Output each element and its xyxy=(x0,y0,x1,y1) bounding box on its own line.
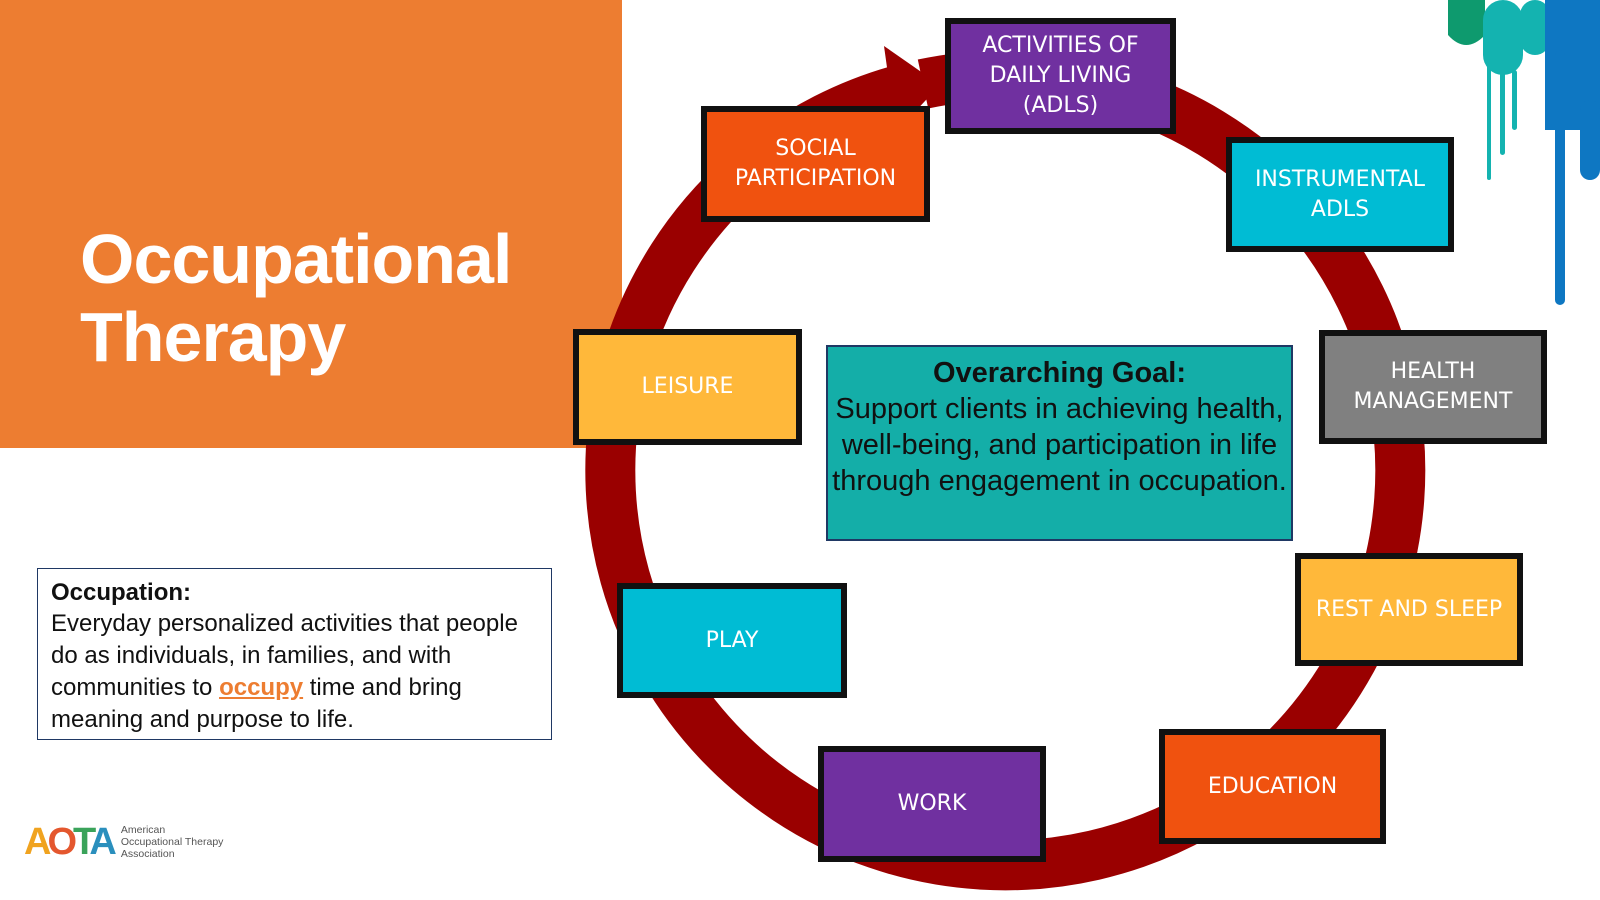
goal-title: Overarching Goal: xyxy=(932,357,1186,389)
definition-body: Everyday personalized activities that pe… xyxy=(51,608,541,736)
node-education-label: EDUCATION xyxy=(1207,773,1338,799)
aota-logo-mark: AOTA xyxy=(24,821,117,863)
logo-letter-o: O xyxy=(47,821,76,863)
aota-logo-text: American Occupational Therapy Associatio… xyxy=(121,824,224,860)
logo-line-1: American xyxy=(120,824,166,836)
definition-body-part-2: time and bring meaning and purpose to li… xyxy=(51,674,462,733)
definition-term: Occupation: xyxy=(51,579,192,606)
occupy-link[interactable]: occupy xyxy=(219,674,304,701)
node-instrumental-adls-label: INSTRUMENTAL ADLS xyxy=(1254,166,1426,222)
node-work: WORK xyxy=(818,746,1046,862)
title-line-1: Occupational xyxy=(80,220,512,298)
occupation-definition-box: Occupation: Everyday personalized activi… xyxy=(37,568,552,740)
node-work-label: WORK xyxy=(897,791,967,816)
node-instrumental-adls: INSTRUMENTAL ADLS xyxy=(1226,137,1454,252)
node-health-management-label: HEALTH MANAGEMENT xyxy=(1353,359,1513,414)
node-health-management: HEALTH MANAGEMENT xyxy=(1319,330,1547,444)
node-adls-label: ACTIVITIES OF DAILY LIVING (ADLS) xyxy=(982,33,1139,118)
logo-letter-t: T xyxy=(73,821,94,863)
logo-line-3: Association xyxy=(120,848,175,860)
title-line-2: Therapy xyxy=(80,298,346,376)
node-rest-and-sleep-label: REST AND SLEEP xyxy=(1315,596,1503,622)
node-education: EDUCATION xyxy=(1159,729,1386,844)
node-adls: ACTIVITIES OF DAILY LIVING (ADLS) xyxy=(945,18,1176,134)
node-rest-and-sleep: REST AND SLEEP xyxy=(1295,553,1523,666)
title-panel xyxy=(0,0,622,448)
node-social-participation: SOCIAL PARTICIPATION xyxy=(701,106,930,222)
corner-paint-drips-decoration xyxy=(1448,0,1600,305)
node-leisure-label: LEISURE xyxy=(641,374,734,399)
overarching-goal-box: Overarching Goal: Support clients in ach… xyxy=(826,345,1293,541)
page-title: Occupational Therapy xyxy=(80,220,600,376)
logo-line-2: Occupational Therapy xyxy=(120,836,224,848)
definition-body-part-1: Everyday personalized activities that pe… xyxy=(51,610,518,701)
node-social-participation-label: SOCIAL PARTICIPATION xyxy=(734,136,897,191)
aota-logo: AOTA American Occupational Therapy Assoc… xyxy=(24,822,223,862)
node-play-label: PLAY xyxy=(705,627,759,653)
goal-body: Support clients in achieving health, wel… xyxy=(832,393,1287,497)
logo-letter-a1: A xyxy=(24,821,52,863)
node-leisure: LEISURE xyxy=(573,329,802,445)
logo-letter-a2: A xyxy=(89,821,117,863)
node-play: PLAY xyxy=(617,583,847,698)
